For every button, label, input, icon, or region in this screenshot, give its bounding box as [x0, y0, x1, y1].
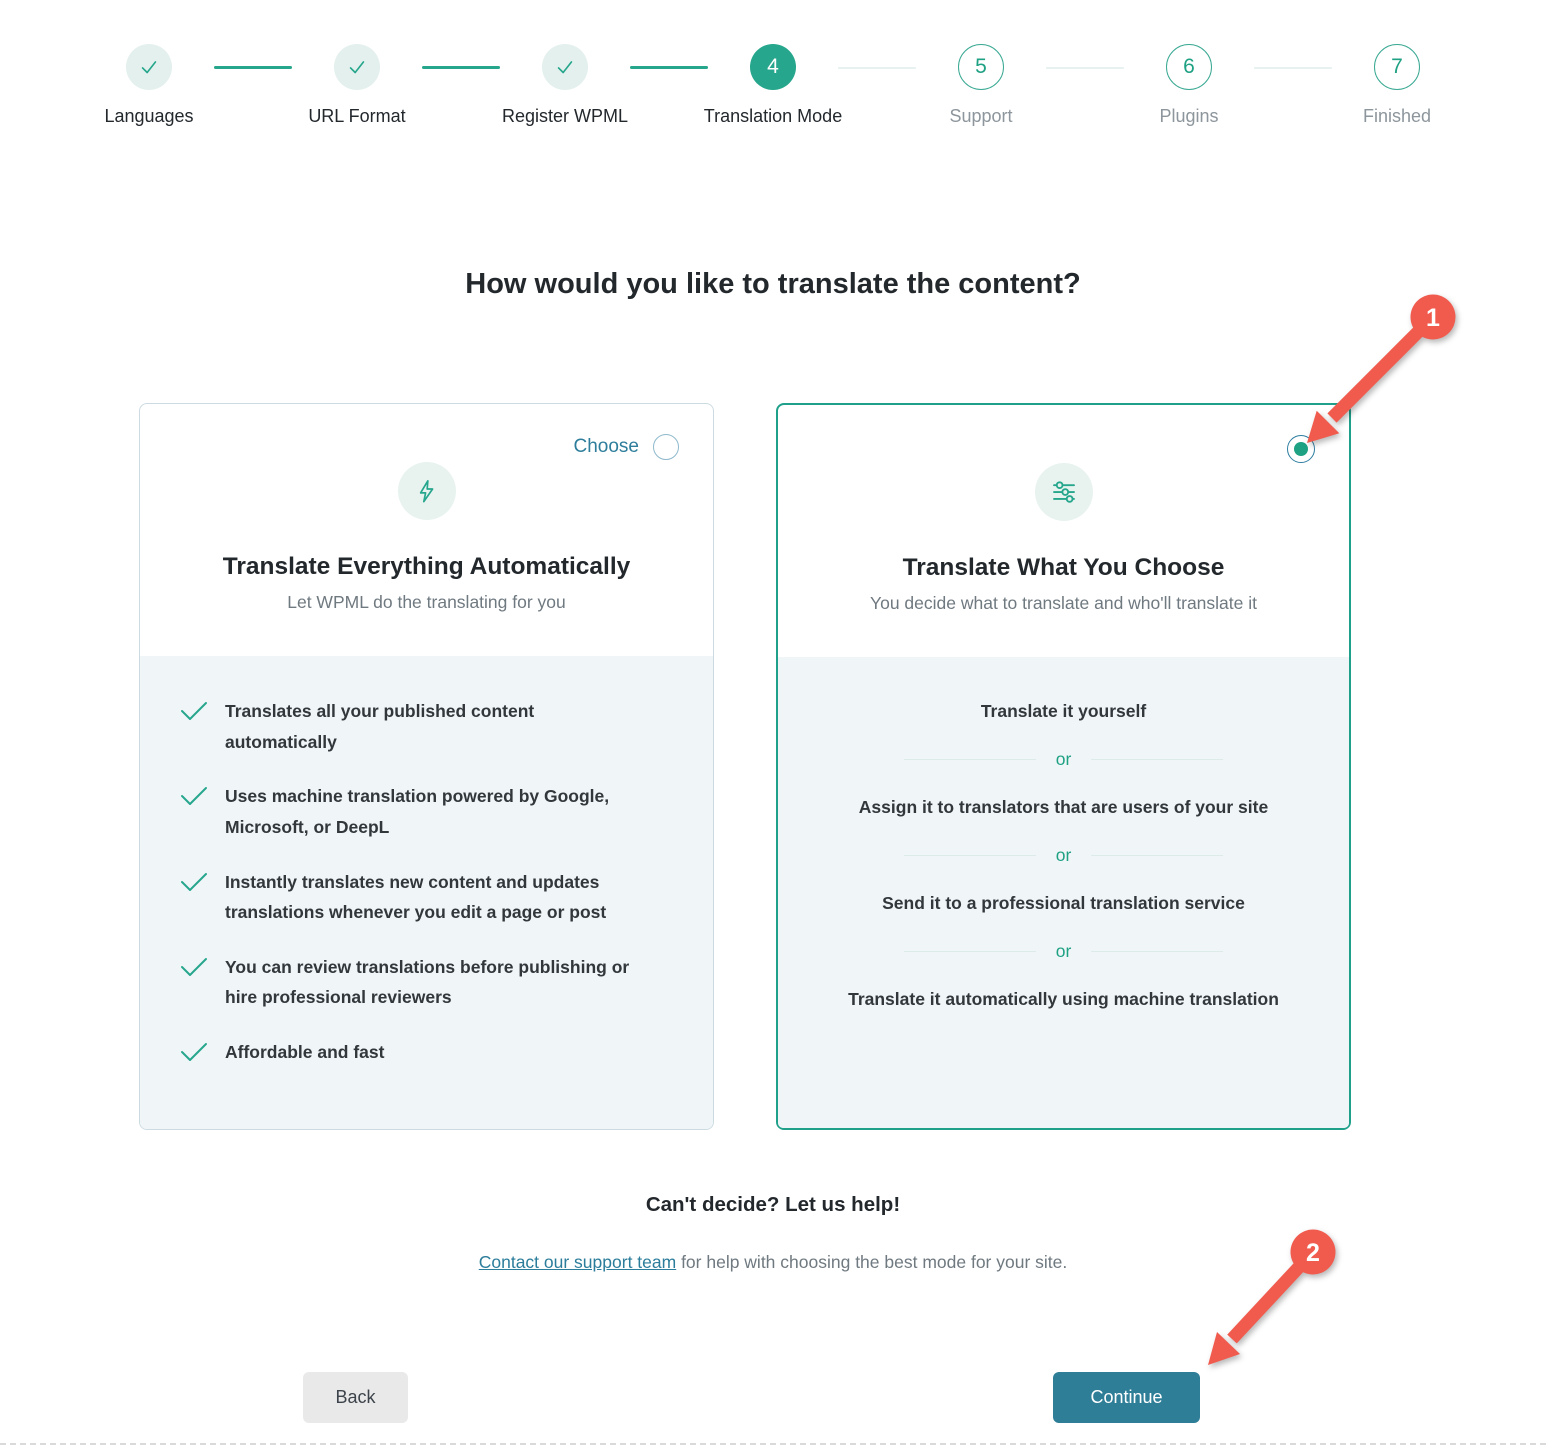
step-number: 7: [1391, 55, 1403, 78]
feature-text: Instantly translates new content and upd…: [225, 871, 607, 923]
feature-text: Translates all your published content au…: [225, 701, 535, 752]
separator-line: [903, 855, 1036, 856]
or-label: or: [1055, 749, 1072, 769]
step-label: Finished: [1362, 106, 1432, 126]
stepper-step-url-format: URL Format: [292, 44, 422, 127]
feature-item: Uses machine translation powered by Goog…: [180, 781, 643, 842]
separator-line: [903, 759, 1036, 760]
step-number: 5: [975, 55, 987, 78]
back-button[interactable]: Back: [303, 1372, 408, 1423]
step-number: 4: [767, 55, 779, 78]
continue-button[interactable]: Continue: [1053, 1372, 1200, 1423]
help-rest-text: for help with choosing the best mode for…: [676, 1252, 1068, 1272]
feature-item: Translates all your published content au…: [180, 696, 643, 757]
separator-line: [1091, 759, 1224, 760]
or-separator: or: [778, 845, 1349, 866]
option-item: Assign it to translators that are users …: [858, 797, 1269, 817]
step-number-circle: 5: [958, 44, 1004, 90]
feature-text: You can review translations before publi…: [225, 956, 630, 1008]
translate-everything-radio[interactable]: [653, 434, 679, 460]
option-item: Translate it automatically using machine…: [848, 989, 1279, 1009]
help-title: Can't decide? Let us help!: [645, 1193, 901, 1216]
option-item: Send it to a professional translation se…: [882, 893, 1245, 913]
check-icon: [181, 957, 207, 976]
or-label: or: [1055, 845, 1072, 865]
translate-what-you-choose-radio[interactable]: [1287, 435, 1315, 463]
check-icon: [542, 44, 588, 90]
stepper-step-languages: Languages: [84, 44, 214, 127]
feature-item: Affordable and fast: [180, 1037, 643, 1068]
stepper-connector: [630, 66, 708, 69]
feature-text: Uses machine translation powered by Goog…: [225, 786, 610, 837]
page-title: How would you like to translate the cont…: [465, 268, 1081, 300]
step-label: Support: [949, 106, 1013, 126]
step-number: 6: [1183, 55, 1195, 78]
card-title: Translate What You Choose: [902, 554, 1225, 581]
card-header: Translate Everything Automatically Let W…: [140, 404, 713, 656]
step-label: Register WPML: [501, 106, 629, 126]
check-icon: [141, 61, 157, 74]
or-separator: or: [778, 749, 1349, 770]
check-icon: [181, 787, 207, 806]
feature-list: Translates all your published content au…: [140, 656, 713, 1129]
card-subtitle: You decide what to translate and who'll …: [870, 593, 1257, 613]
choose-row: [1287, 435, 1315, 463]
step-label: Languages: [104, 106, 194, 126]
annotation-1-number: 1: [1426, 304, 1440, 332]
translation-mode-cards: Choose Translate Everything Automaticall…: [139, 403, 1351, 1130]
sliders-icon: [1034, 463, 1093, 521]
separator-line: [1091, 951, 1224, 952]
card-title: Translate Everything Automatically: [222, 553, 631, 580]
card-translate-everything[interactable]: Choose Translate Everything Automaticall…: [139, 403, 714, 1130]
step-label: Plugins: [1159, 106, 1219, 126]
stepper-connector: [422, 66, 500, 69]
check-icon: [181, 702, 207, 720]
contact-support-link[interactable]: Contact our support team: [478, 1252, 677, 1272]
step-label: URL Format: [308, 106, 406, 126]
choose-label: Choose: [573, 436, 640, 457]
check-icon: [557, 61, 573, 74]
step-number-circle: 7: [1374, 44, 1420, 90]
lightning-icon: [397, 462, 456, 520]
feature-item: Instantly translates new content and upd…: [180, 867, 643, 928]
feature-item: You can review translations before publi…: [180, 952, 643, 1013]
check-icon: [181, 872, 207, 891]
step-label: Translation Mode: [703, 106, 843, 126]
stepper-connector: [1046, 67, 1124, 69]
separator-line: [903, 951, 1036, 952]
step-number-circle: 6: [1166, 44, 1212, 90]
card-header: Translate What You Choose You decide wha…: [778, 405, 1349, 657]
step-number-circle: 4: [750, 44, 796, 90]
stepper-connector: [1254, 67, 1332, 69]
card-translate-what-you-choose[interactable]: Translate What You Choose You decide wha…: [776, 403, 1351, 1130]
option-item: Translate it yourself: [980, 701, 1147, 721]
radio-dot: [1294, 442, 1308, 456]
bottom-dashed-divider: [0, 1443, 1546, 1445]
stepper-step-register-wpml: Register WPML: [500, 44, 630, 127]
help-line: Contact our support team for help with c…: [0, 1252, 1546, 1273]
or-separator: or: [778, 941, 1349, 962]
card-subtitle: Let WPML do the translating for you: [287, 592, 566, 612]
check-icon: [126, 44, 172, 90]
feature-text: Affordable and fast: [225, 1042, 385, 1062]
stepper-connector: [214, 66, 292, 69]
choose-row: Choose: [573, 434, 679, 460]
check-icon: [349, 61, 365, 74]
check-icon: [334, 44, 380, 90]
check-icon: [181, 1043, 207, 1061]
stepper-connector: [838, 67, 916, 69]
separator-line: [1091, 855, 1224, 856]
or-label: or: [1055, 941, 1072, 961]
